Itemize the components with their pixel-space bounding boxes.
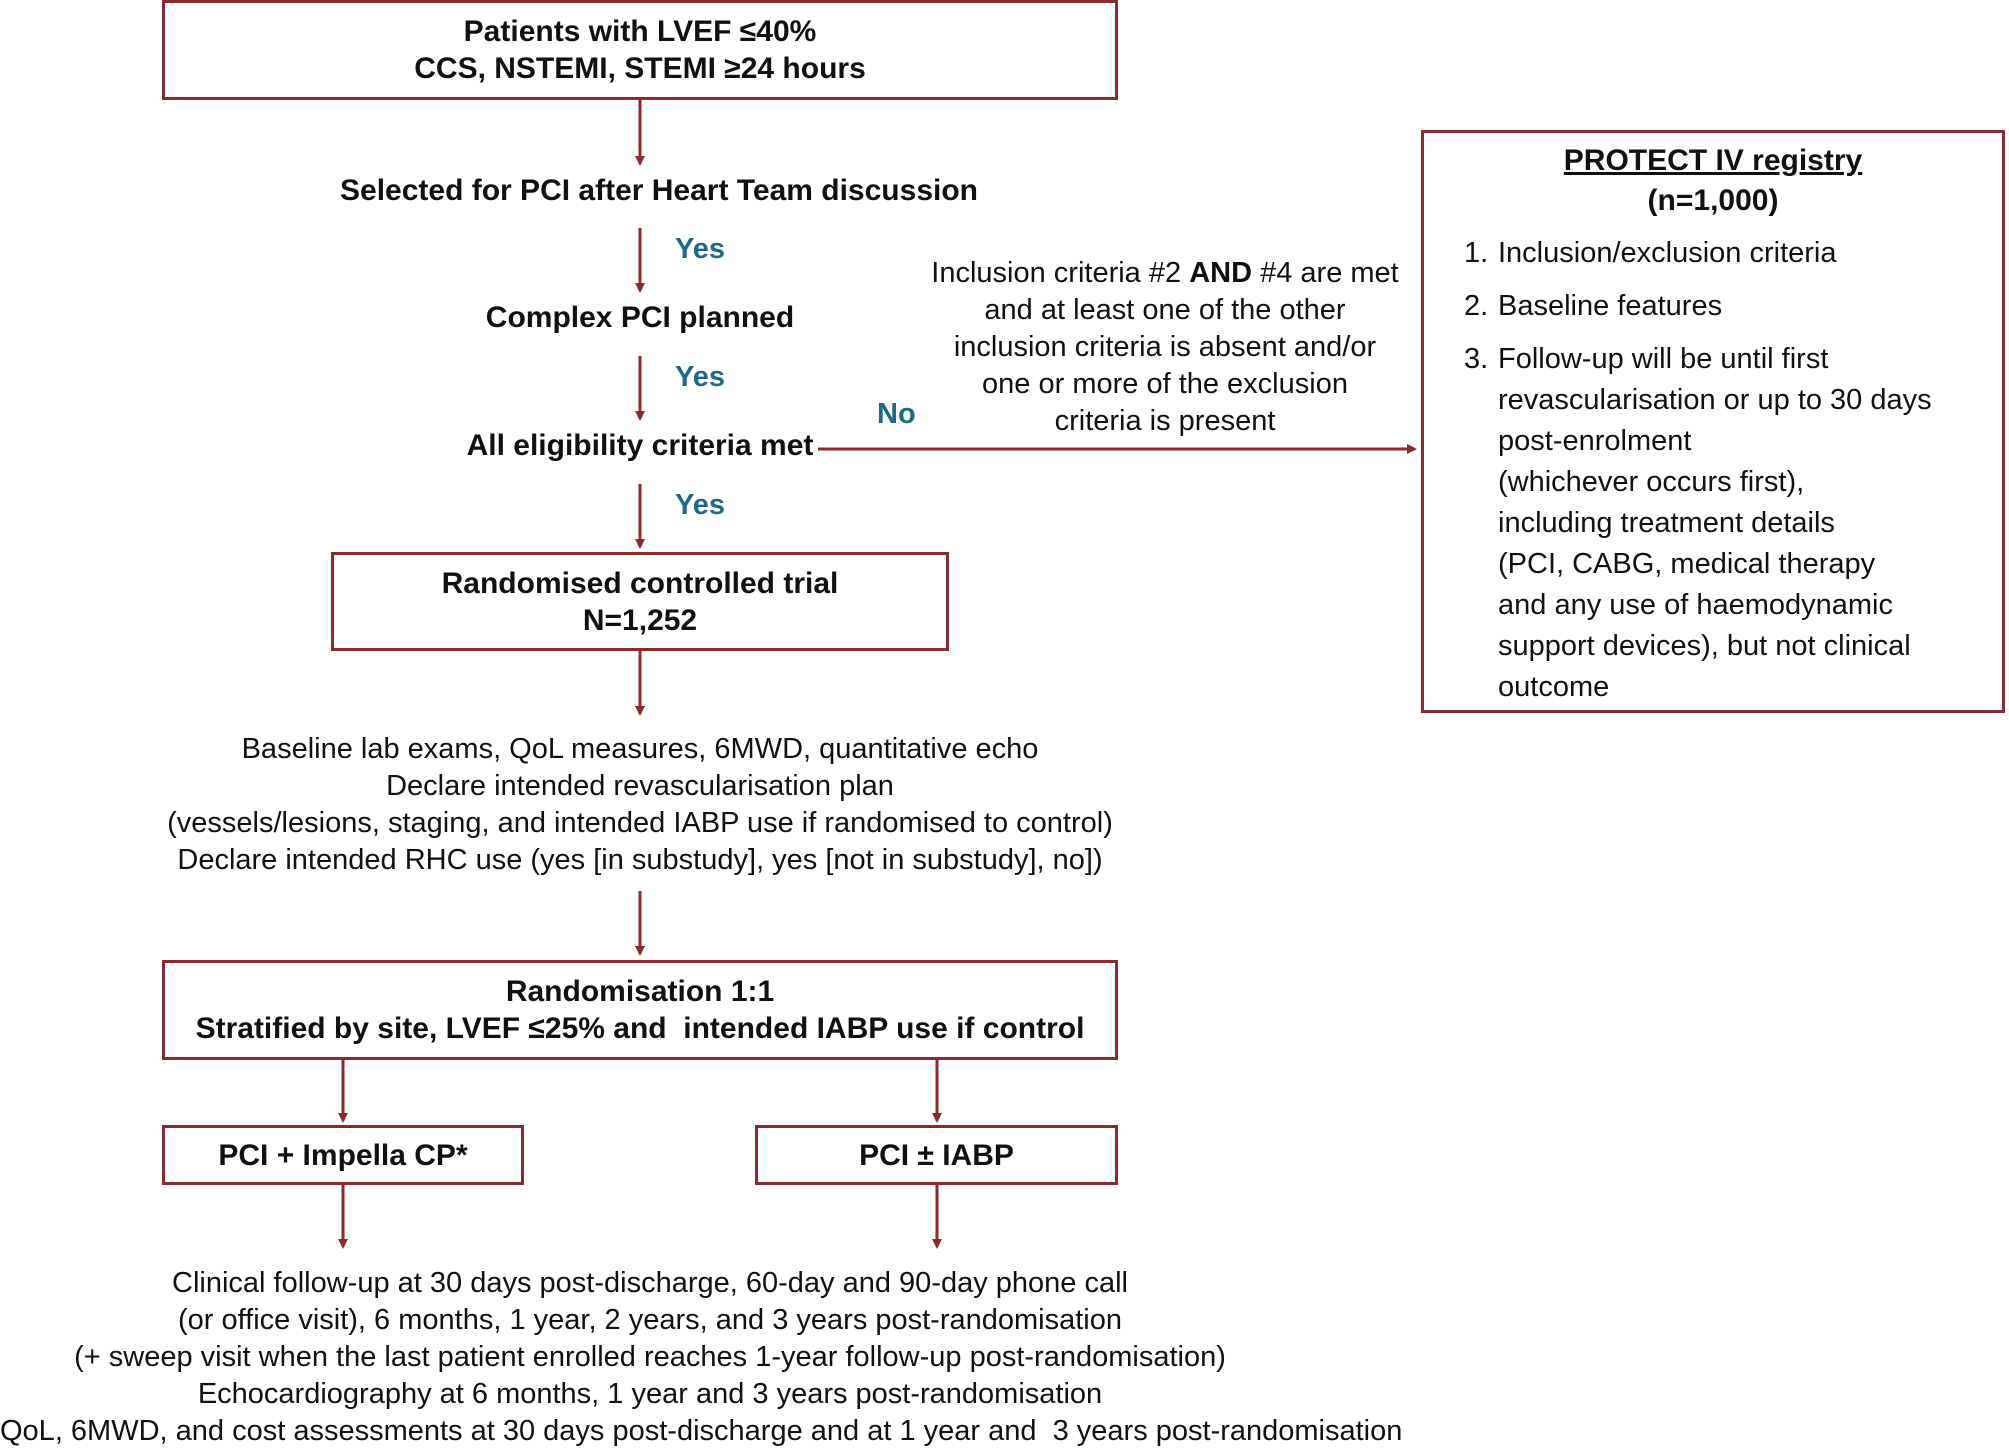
step-heart-team: Selected for PCI after Heart Team discus… bbox=[340, 174, 978, 207]
box-patients-line2: CCS, NSTEMI, STEMI ≥24 hours bbox=[414, 52, 866, 85]
registry-item-line: including treatment details bbox=[1498, 507, 1835, 539]
registry-item-line: outcome bbox=[1498, 671, 1610, 703]
followup-line3: (+ sweep visit when the last patient enr… bbox=[74, 1341, 1226, 1373]
baseline-line4: Declare intended RHC use (yes [in substu… bbox=[177, 844, 1103, 876]
box-randomisation-line1: Randomisation 1:1 bbox=[505, 975, 775, 1008]
registry-item-line: (whichever occurs first), bbox=[1498, 466, 1805, 498]
registry-title: PROTECT IV registry bbox=[1563, 144, 1863, 177]
box-rct-line1: Randomised controlled trial bbox=[441, 566, 839, 600]
registry-item-line: post-enrolment bbox=[1498, 425, 1692, 457]
registry-item-line: support devices), but not clinical bbox=[1498, 630, 1911, 662]
box-registry: PROTECT IV registry (n=1,000) 1. Inclusio… bbox=[1421, 130, 2005, 713]
registry-item-number: 1. bbox=[1464, 237, 1489, 269]
box-impella-label: PCI + Impella CP* bbox=[218, 1138, 468, 1172]
registry-item-line: Inclusion/exclusion criteria bbox=[1498, 237, 1837, 269]
registry-item: 1. Inclusion/exclusion criteria bbox=[1424, 233, 2002, 274]
baseline-line1: Baseline lab exams, QoL measures, 6MWD, … bbox=[241, 733, 1039, 765]
registry-condition: Inclusion criteria #2 AND #4 are met and… bbox=[905, 255, 1425, 440]
registry-subtitle: (n=1,000) bbox=[1647, 184, 1779, 217]
baseline-line2: Declare intended revascularisation plan bbox=[386, 770, 894, 802]
baseline-text: Baseline lab exams, QoL measures, 6MWD, … bbox=[140, 731, 1140, 879]
registry-item: 3. Follow-up will be until first revascula… bbox=[1424, 339, 2002, 708]
registry-item: 2. Baseline features bbox=[1424, 286, 2002, 327]
yes-label-3: Yes bbox=[675, 489, 725, 521]
followup-line2: (or office visit), 6 months, 1 year, 2 y… bbox=[177, 1304, 1122, 1336]
registry-condition-line2: and at least one of the other bbox=[984, 294, 1346, 326]
registry-item-line: (PCI, CABG, medical therapy bbox=[1498, 548, 1876, 580]
step-eligibility: All eligibility criteria met bbox=[466, 429, 814, 462]
registry-condition-line1: Inclusion criteria #2 AND #4 are met bbox=[931, 257, 1399, 289]
box-patients-line1: Patients with LVEF ≤40% bbox=[463, 15, 817, 48]
registry-item-line: revascularisation or up to 30 days bbox=[1498, 384, 1932, 416]
registry-item-number: 2. bbox=[1464, 290, 1489, 322]
no-label: No bbox=[877, 398, 916, 430]
registry-condition-line3: inclusion criteria is absent and/or bbox=[953, 331, 1377, 363]
registry-condition-line5: criteria is present bbox=[1054, 405, 1276, 437]
followup-text: Clinical follow-up at 30 days post-disch… bbox=[0, 1265, 1403, 1450]
followup-line4: Echocardiography at 6 months, 1 year and… bbox=[197, 1378, 1103, 1410]
followup-line1: Clinical follow-up at 30 days post-disch… bbox=[172, 1267, 1128, 1299]
box-iabp: PCI ± IABP bbox=[755, 1125, 1118, 1185]
baseline-line3: (vessels/lesions, staging, and intended … bbox=[167, 807, 1113, 839]
registry-item-line: and any use of haemodynamic bbox=[1498, 589, 1893, 621]
registry-item-line: Baseline features bbox=[1498, 290, 1723, 322]
step-complex-pci: Complex PCI planned bbox=[485, 301, 795, 334]
yes-label-2: Yes bbox=[675, 361, 725, 393]
box-patients: Patients with LVEF ≤40% CCS, NSTEMI, STE… bbox=[162, 0, 1118, 100]
registry-item-line: Follow-up will be until first bbox=[1498, 343, 1829, 375]
yes-label-1: Yes bbox=[675, 233, 725, 265]
box-rct: Randomised controlled trial N=1,252 bbox=[331, 552, 949, 651]
registry-list: 1. Inclusion/exclusion criteria 2. Baseline… bbox=[1424, 233, 2002, 720]
box-impella: PCI + Impella CP* bbox=[162, 1125, 524, 1185]
box-randomisation: Randomisation 1:1 Stratified by site, LV… bbox=[162, 960, 1118, 1060]
followup-line5: QoL, 6MWD, and cost assessments at 30 da… bbox=[0, 1415, 1403, 1447]
box-randomisation-line2: Stratified by site, LVEF ≤25% and intend… bbox=[195, 1012, 1085, 1045]
box-rct-line2: N=1,252 bbox=[582, 603, 698, 637]
box-iabp-label: PCI ± IABP bbox=[859, 1138, 1014, 1172]
registry-item-number: 3. bbox=[1464, 343, 1489, 375]
registry-condition-line4: one or more of the exclusion bbox=[982, 368, 1348, 400]
